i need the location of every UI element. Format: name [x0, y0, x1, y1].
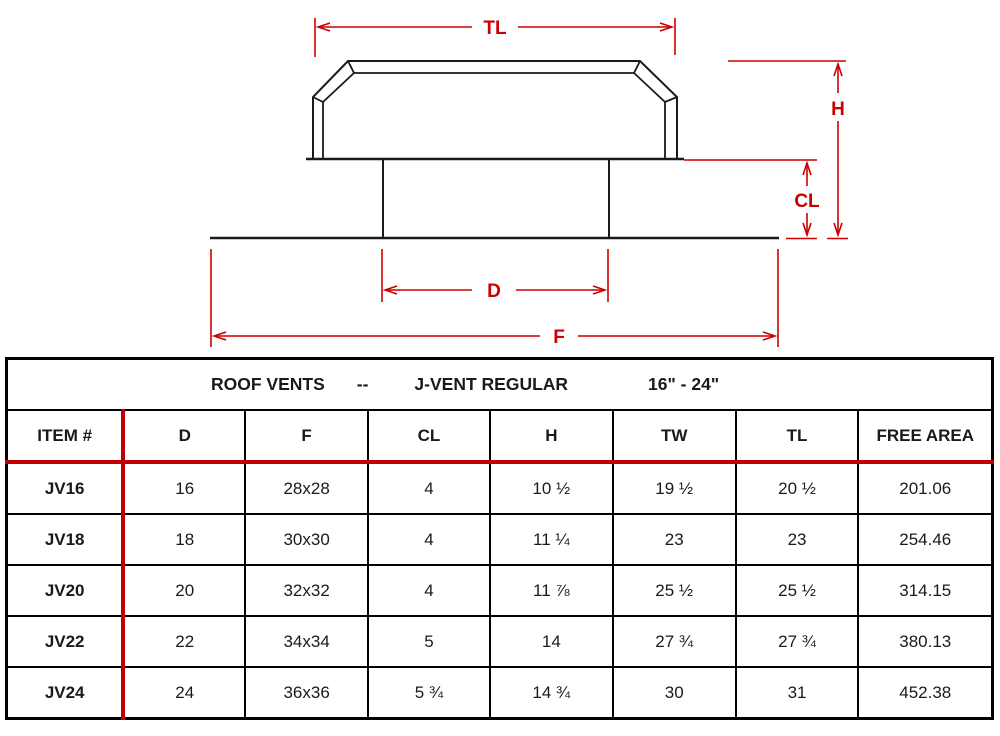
item-number-cell: JV22: [5, 615, 126, 668]
cap-bend-seam: [312, 96, 324, 103]
h-dimension-label: H: [831, 99, 845, 120]
cl-value-cell: 5 ¾: [367, 666, 491, 720]
f-value-cell: 36x36: [244, 666, 370, 720]
item-number-cell: JV24: [5, 666, 126, 720]
tl-value-cell: 20 ½: [734, 461, 860, 515]
f-value-cell: 30x30: [244, 513, 370, 566]
item-number-cell: JV16: [5, 461, 126, 515]
item-number-cell: JV20: [5, 564, 126, 617]
tw-value-cell: 30: [611, 666, 737, 720]
free-area-value-cell: 201.06: [857, 461, 994, 515]
vent-cap-outer-outline: [312, 60, 678, 159]
h-value-cell: 10 ½: [488, 461, 614, 515]
table-title-product: ROOF VENTS: [211, 374, 325, 394]
f-dimension-label: F: [553, 327, 565, 348]
roof-vent-spec-table: ROOF VENTS -- J-VENT REGULAR 16" - 24" I…: [5, 357, 994, 720]
free-area-value-cell: 380.13: [857, 615, 994, 668]
free-area-value-cell: 452.38: [857, 666, 994, 720]
col-header-tl: TL: [734, 409, 860, 464]
h-dimension: [728, 60, 848, 240]
table-title-size-range: 16" - 24": [648, 374, 720, 394]
cap-corner-seam: [347, 60, 355, 74]
tw-value-cell: 27 ¾: [611, 615, 737, 668]
spec-table-container: ROOF VENTS -- J-VENT REGULAR 16" - 24" I…: [5, 357, 994, 720]
col-header-d: D: [122, 409, 247, 464]
table-title-model: J-VENT REGULAR: [414, 374, 569, 394]
col-header-f: F: [244, 409, 370, 464]
tl-dimension-label: TL: [483, 18, 507, 39]
f-dimension: [210, 249, 779, 347]
cap-corner-seam: [633, 60, 641, 74]
tw-value-cell: 23: [611, 513, 737, 566]
tw-value-cell: 25 ½: [611, 564, 737, 617]
col-header-h: H: [488, 409, 614, 464]
h-value-cell: 14: [488, 615, 614, 668]
item-number-cell: JV18: [5, 513, 126, 566]
cl-value-cell: 4: [367, 513, 491, 566]
col-header-cl: CL: [367, 409, 491, 464]
d-dimension: [381, 249, 609, 302]
cl-dimension: [684, 159, 817, 240]
cap-bend-seam: [664, 96, 678, 103]
cl-value-cell: 5: [367, 615, 491, 668]
col-header-free-area: FREE AREA: [857, 409, 994, 464]
vent-cap-inner-outline: [322, 72, 666, 159]
d-value-cell: 18: [122, 513, 247, 566]
table-title-separator: --: [356, 374, 369, 394]
col-header-tw: TW: [611, 409, 737, 464]
cl-value-cell: 4: [367, 564, 491, 617]
tl-dimension: [314, 18, 676, 57]
tl-value-cell: 25 ½: [734, 564, 860, 617]
f-value-cell: 34x34: [244, 615, 370, 668]
h-value-cell: 11 ¼: [488, 513, 614, 566]
table-row: JV24 24 36x36 5 ¾ 14 ¾ 30 31 452.38: [5, 666, 994, 720]
free-area-value-cell: 254.46: [857, 513, 994, 566]
f-value-cell: 28x28: [244, 461, 370, 515]
table-row: JV16 16 28x28 4 10 ½ 19 ½ 20 ½ 201.06: [5, 461, 994, 515]
tw-value-cell: 19 ½: [611, 461, 737, 515]
vent-cross-section: [210, 60, 779, 240]
table-row: JV22 22 34x34 5 14 27 ¾ 27 ¾ 380.13: [5, 615, 994, 668]
tl-value-cell: 27 ¾: [734, 615, 860, 668]
h-value-cell: 11 ⅞: [488, 564, 614, 617]
tl-value-cell: 23: [734, 513, 860, 566]
table-row: JV18 18 30x30 4 11 ¼ 23 23 254.46: [5, 513, 994, 566]
table-header-row: ITEM # D F CL H TW TL FREE AREA: [5, 409, 994, 464]
d-value-cell: 24: [122, 666, 247, 720]
cl-value-cell: 4: [367, 461, 491, 515]
col-header-item: ITEM #: [5, 409, 126, 464]
h-value-cell: 14 ¾: [488, 666, 614, 720]
free-area-value-cell: 314.15: [857, 564, 994, 617]
table-title-row: ROOF VENTS -- J-VENT REGULAR 16" - 24": [5, 357, 994, 411]
dimension-lines: [210, 18, 848, 347]
d-value-cell: 20: [122, 564, 247, 617]
tl-value-cell: 31: [734, 666, 860, 720]
cl-dimension-label: CL: [794, 191, 820, 212]
roof-vent-drawing: TL H CL D F: [210, 18, 848, 348]
d-dimension-label: D: [487, 281, 501, 302]
d-value-cell: 22: [122, 615, 247, 668]
d-value-cell: 16: [122, 461, 247, 515]
table-row: JV20 20 32x32 4 11 ⅞ 25 ½ 25 ½ 314.15: [5, 564, 994, 617]
table-title-cell: ROOF VENTS -- J-VENT REGULAR 16" - 24": [5, 357, 994, 411]
f-value-cell: 32x32: [244, 564, 370, 617]
